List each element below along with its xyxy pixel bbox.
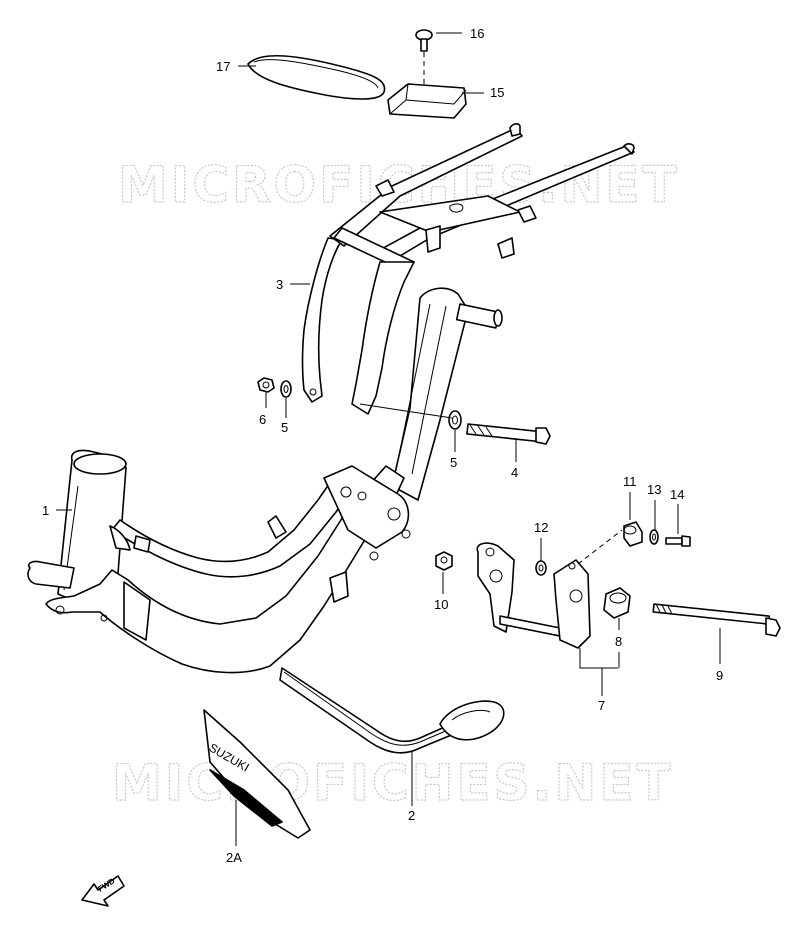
callout-2: 2 <box>408 808 415 823</box>
washer-5-upper <box>280 380 292 398</box>
fwd-arrow-icon: FWD <box>81 875 125 907</box>
bolt-4 <box>466 423 551 445</box>
callout-13: 13 <box>647 482 661 497</box>
callout-5-lower: 5 <box>450 455 457 470</box>
watermark-bottom: MICROFICHES.NET <box>112 754 674 812</box>
collar-8 <box>603 587 631 619</box>
callout-8: 8 <box>615 634 622 649</box>
clamp-bracket-15 <box>387 83 467 119</box>
rear-subframe-3 <box>301 123 635 415</box>
nut-6 <box>257 377 275 393</box>
callout-17: 17 <box>216 59 230 74</box>
nut-10 <box>435 551 453 571</box>
callout-11: 11 <box>623 474 637 489</box>
stand-bracket-7 <box>476 542 591 649</box>
leader-bolt-axis <box>359 403 453 419</box>
stripe-decal-2 <box>279 667 505 754</box>
callout-7: 7 <box>598 698 605 713</box>
callout-14: 14 <box>670 487 684 502</box>
callout-2A: 2A <box>226 850 242 865</box>
callout-15: 15 <box>490 85 504 100</box>
washer-5-lower <box>448 410 462 430</box>
callout-9: 9 <box>716 668 723 683</box>
collar-11 <box>623 521 643 547</box>
callout-5-upper: 5 <box>281 420 288 435</box>
callout-1: 1 <box>42 503 49 518</box>
washer-12 <box>535 560 547 576</box>
bolt-9 <box>652 603 781 637</box>
seat-pad-17 <box>247 54 386 100</box>
leader-lines <box>56 32 721 846</box>
screw-16 <box>415 29 433 52</box>
leader-11-dash <box>577 529 623 565</box>
main-frame-rear-tube <box>391 287 503 501</box>
callout-16: 16 <box>470 26 484 41</box>
callout-6: 6 <box>259 412 266 427</box>
washer-13 <box>649 529 659 545</box>
bolt-14 <box>665 535 691 547</box>
callout-4: 4 <box>511 465 518 480</box>
callout-12: 12 <box>534 520 548 535</box>
callout-10: 10 <box>434 597 448 612</box>
main-frame-1 <box>27 449 411 674</box>
callout-3: 3 <box>276 277 283 292</box>
